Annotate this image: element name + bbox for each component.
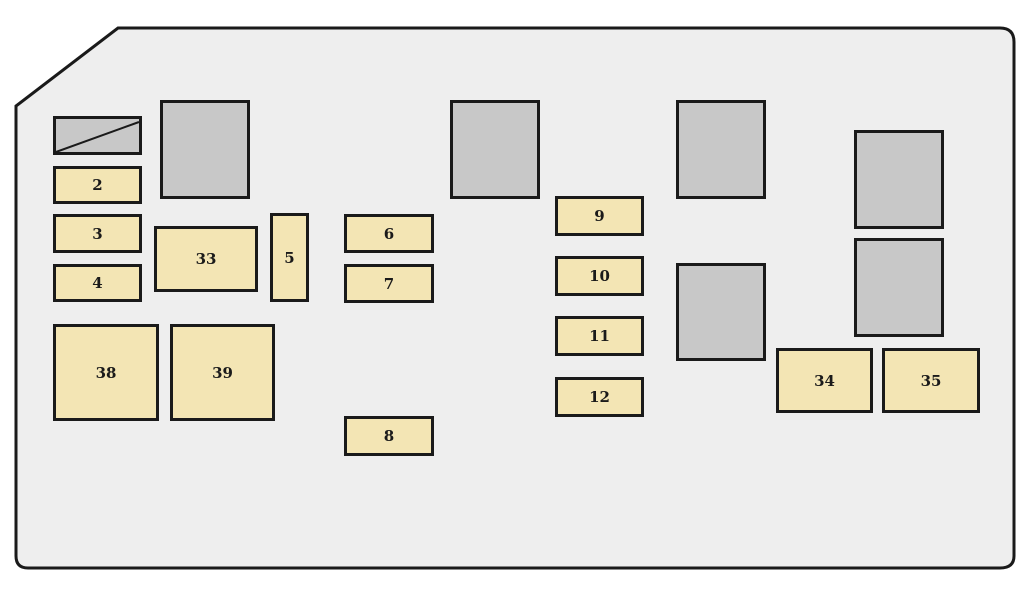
fuse-7: 7 [344,264,434,303]
fuse-33: 33 [154,226,258,292]
fuse-2: 2 [53,166,142,204]
relay-1 [160,100,250,199]
fuse-35: 35 [882,348,980,413]
fuse-9: 9 [555,196,644,236]
fuse-10: 10 [555,256,644,296]
relay-6 [854,238,944,337]
fuse-8: 8 [344,416,434,456]
fuse-39: 39 [170,324,275,421]
relay-3 [676,100,766,199]
slot-diagonal-mark [56,121,139,152]
fuse-34: 34 [776,348,873,413]
fuse-11: 11 [555,316,644,356]
blank-fuse-slot [53,116,142,155]
relay-4 [676,263,766,361]
relay-5 [854,130,944,229]
fuse-6: 6 [344,214,434,253]
fuse-3: 3 [53,214,142,253]
fuse-12: 12 [555,377,644,417]
fuse-5: 5 [270,213,309,302]
relay-2 [450,100,540,199]
fuse-38: 38 [53,324,159,421]
fuse-4: 4 [53,264,142,302]
